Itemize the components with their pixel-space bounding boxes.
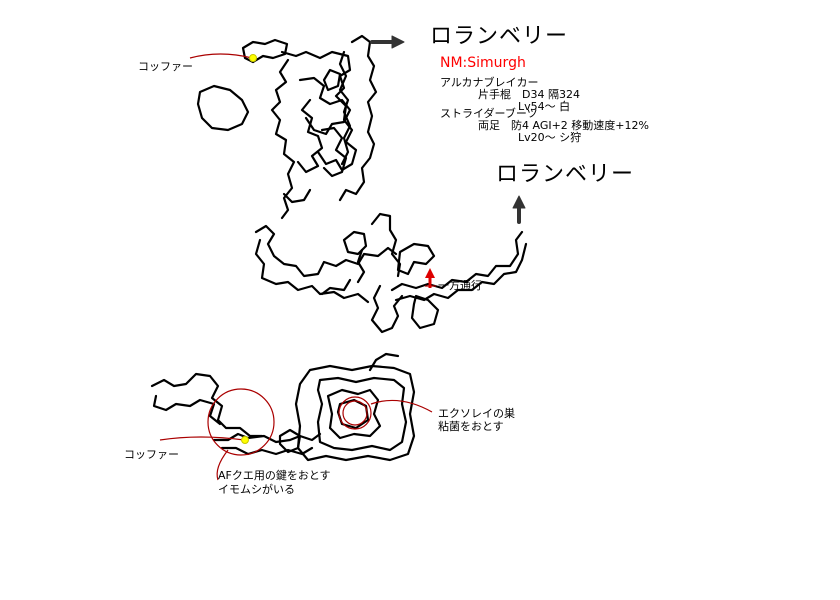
coffer-1-label: コッファー — [138, 60, 193, 73]
coffer-1-marker — [249, 54, 257, 62]
lower-maze — [150, 352, 416, 462]
excorei-leader — [370, 399, 433, 413]
excorei-outer-circle — [338, 396, 372, 430]
drop-2-level: Lv20～ シ狩 — [518, 131, 582, 144]
drop-2-stats: 両足 防4 AGI+2 移動速度+12% — [478, 119, 649, 132]
coffer-2-leader — [159, 436, 245, 441]
one-way-label: 一方通行 — [438, 279, 482, 292]
drop-1-level: Lv54～ 白 — [518, 100, 571, 113]
af-note-line-1: AFクエ用の鍵をおとす — [218, 469, 331, 482]
excorei-inner-circle — [342, 400, 368, 426]
af-leader — [216, 449, 229, 481]
coffer-2-label: コッファー — [124, 448, 179, 461]
drop-1-stats: 片手棍 D34 隔324 — [478, 88, 580, 101]
one-way-arrow-icon — [425, 268, 435, 288]
excorei-note-line-2: 粘菌をおとす — [438, 420, 504, 433]
excorei-note-line-1: エクソレイの巣 — [438, 407, 515, 420]
middle-maze — [254, 212, 528, 334]
drop-1-item: アルカナブレイカー — [440, 76, 539, 89]
exit-label-rolanberry-1: ロランベリー — [430, 24, 569, 49]
drop-2-item: ストライダーブーツ — [440, 107, 538, 120]
exit-label-rolanberry-2: ロランベリー — [496, 162, 635, 187]
coffer-1-leader — [189, 53, 253, 59]
annotations — [159, 53, 436, 481]
upper-maze — [196, 34, 378, 220]
af-note-line-2: イモムシがいる — [218, 483, 295, 496]
nm-name: NM:Simurgh — [440, 55, 526, 71]
af-circle — [207, 388, 275, 456]
coffer-2-marker — [241, 436, 249, 444]
exit-arrows — [370, 35, 526, 224]
